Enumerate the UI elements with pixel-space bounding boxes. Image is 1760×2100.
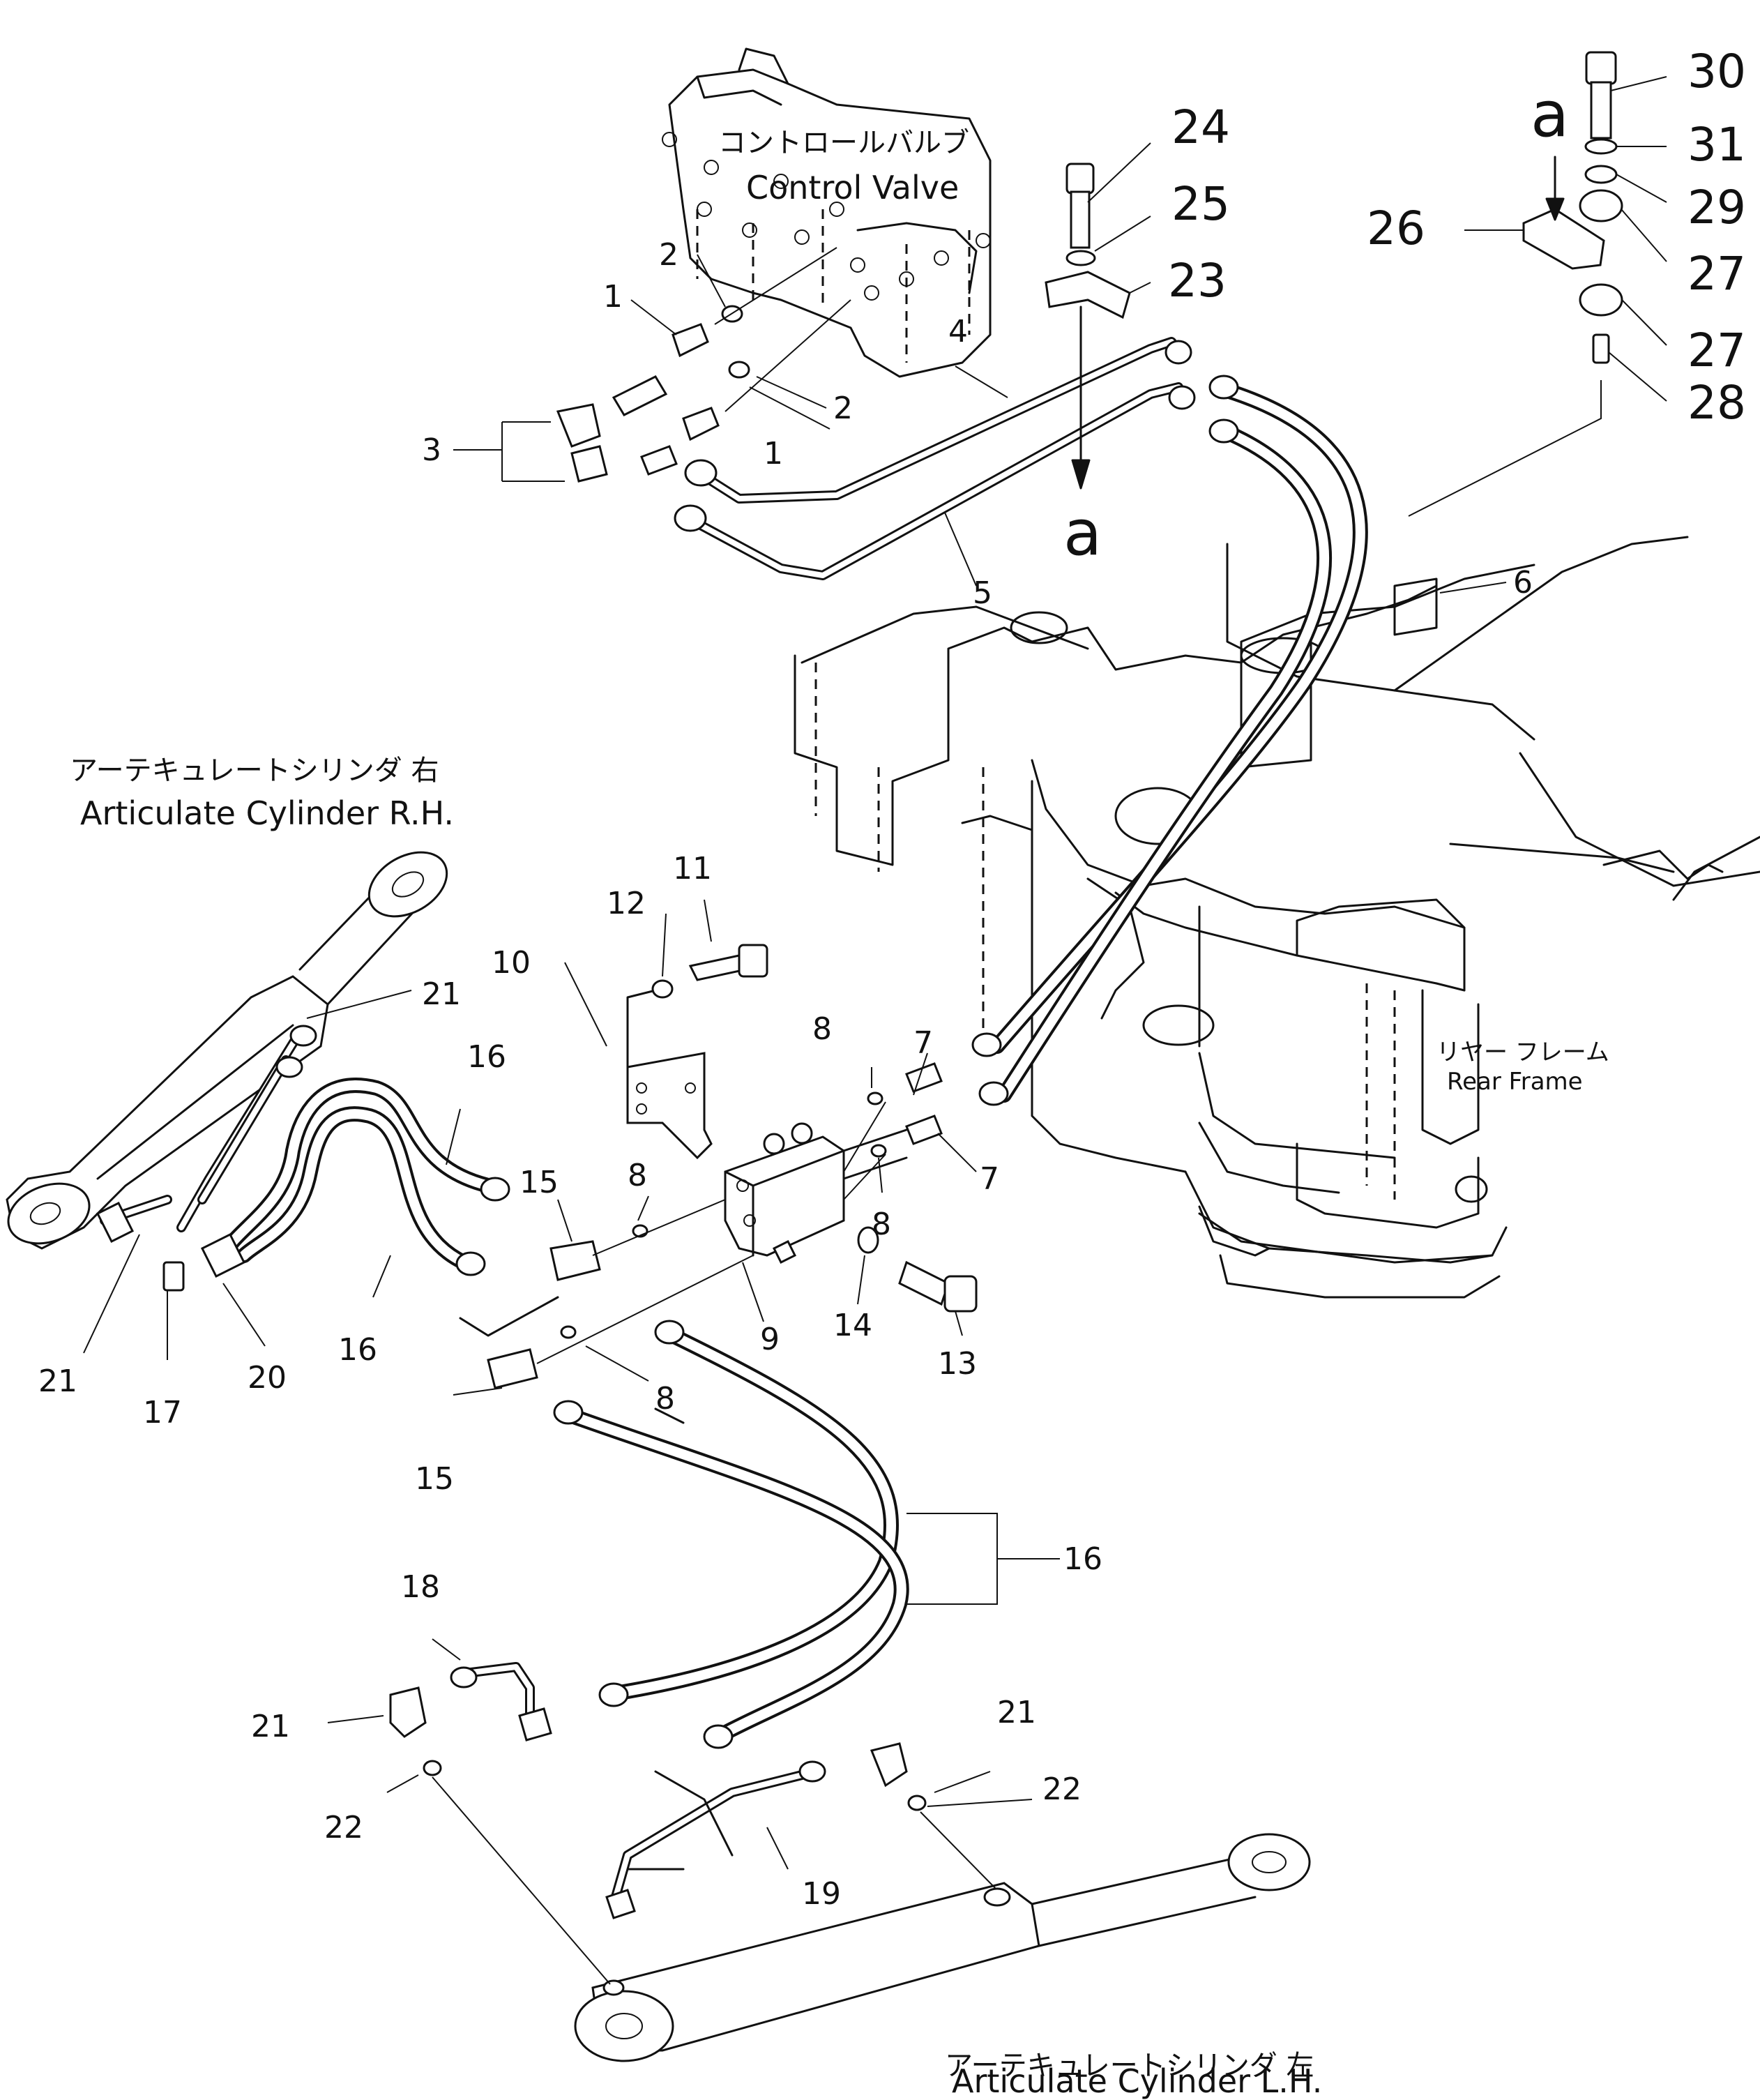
callout-21d: 21 [997, 1695, 1036, 1730]
callout-22b: 22 [1042, 1772, 1082, 1807]
callout-9: 9 [760, 1322, 780, 1357]
callout-11: 11 [673, 851, 712, 886]
rear-frame-label-ja: リヤー フレーム [1436, 1038, 1609, 1066]
bolt-11 [688, 944, 768, 981]
callout-8d: 8 [655, 1381, 675, 1417]
callout-31: 31 [1687, 118, 1746, 172]
control-valve-label-ja: コントロールバルブ [718, 127, 969, 159]
callout-14: 14 [833, 1308, 872, 1343]
rear-frame-label-en: Rear Frame [1447, 1068, 1583, 1096]
callout-19: 19 [802, 1876, 841, 1912]
callout-20: 20 [248, 1360, 287, 1396]
tube-4 [684, 337, 1192, 504]
callout-8b: 8 [628, 1158, 647, 1193]
cylinder-rh-label-ja: アーテキュレートシリンダ 右 [70, 755, 439, 787]
callout-12: 12 [607, 886, 646, 921]
callout-27b: 27 [1687, 324, 1746, 377]
callout-29: 29 [1687, 181, 1746, 234]
callout-24: 24 [1171, 100, 1230, 154]
rear-frame-label: リヤー フレーム Rear Frame [1436, 1038, 1609, 1096]
assembly-lines [459, 1128, 908, 1871]
washer-12 [651, 979, 674, 999]
hose-16-lower [553, 1320, 909, 1749]
view-a-detail [1522, 51, 1623, 364]
callout-5: 5 [973, 575, 992, 611]
callout-8: 8 [812, 1011, 832, 1047]
callout-1b: 1 [764, 436, 783, 471]
callout-4: 4 [948, 314, 968, 349]
leader-lines [83, 76, 1667, 1870]
callout-2b: 2 [833, 391, 853, 426]
callout-16c: 16 [1063, 1541, 1102, 1577]
callout-21: 21 [422, 976, 461, 1012]
callout-numbers: 1 1 2 2 3 4 5 6 7 7 8 8 8 8 9 10 11 12 1… [38, 45, 1746, 1912]
callout-27: 27 [1687, 247, 1746, 301]
callout-8c: 8 [872, 1207, 891, 1242]
cylinder-lh-label-ja: アーテキュレートシリンダ 左 [945, 2050, 1314, 2082]
bolt-13 [898, 1260, 978, 1313]
callout-10: 10 [492, 945, 531, 981]
clamp-assembly-23-25 [1045, 163, 1131, 490]
callout-3: 3 [422, 432, 441, 468]
callout-23: 23 [1168, 254, 1227, 308]
rear-frame [794, 536, 1760, 1299]
control-valve [662, 47, 992, 378]
callout-13: 13 [938, 1346, 977, 1382]
fittings-group-1-3 [556, 247, 851, 483]
control-valve-label-en: Control Valve [746, 169, 959, 206]
callout-2: 2 [659, 237, 678, 273]
view-a-marker-mid: a [1063, 497, 1102, 570]
callout-25: 25 [1171, 177, 1230, 231]
hose-16-upper [215, 1078, 510, 1276]
hose-6 [971, 375, 1368, 1106]
bracket-10 [626, 989, 713, 1160]
callout-17: 17 [143, 1395, 182, 1430]
cylinder-lh [574, 1833, 1311, 2062]
cylinder-rh-label-en: Articulate Cylinder R.H. [80, 794, 454, 832]
cylinder-lh-piping-18-22 [389, 1662, 996, 1985]
callout-21c: 21 [251, 1709, 290, 1744]
fittings-7-8-15 [487, 1062, 943, 1389]
callout-28: 28 [1687, 376, 1746, 430]
callout-21b: 21 [38, 1364, 77, 1399]
callout-15b: 15 [415, 1461, 454, 1497]
callout-1: 1 [603, 279, 623, 315]
callout-16: 16 [467, 1039, 506, 1075]
cylinder-lh-label-en: Articulate Cylinder L.H. [952, 2062, 1322, 2100]
callout-18: 18 [401, 1569, 440, 1605]
callout-6: 6 [1513, 565, 1533, 600]
cylinder-rh-label: アーテキュレートシリンダ 右 Articulate Cylinder R.H. [70, 755, 454, 832]
callout-15: 15 [519, 1165, 559, 1200]
washer-14 [857, 1226, 879, 1254]
view-a-marker-top: a [1531, 78, 1569, 151]
cylinder-rh [6, 851, 448, 1250]
callout-30: 30 [1687, 45, 1746, 98]
cylinder-lh-label: アーテキュレートシリンダ 左 Articulate Cylinder L.H. [945, 2050, 1322, 2100]
cylinder-rh-piping-17-21 [96, 1025, 317, 1292]
control-valve-label: コントロールバルブ Control Valve [718, 127, 969, 206]
callout-7b: 7 [980, 1161, 999, 1197]
callout-7: 7 [913, 1025, 933, 1061]
tube-5 [674, 382, 1196, 580]
callout-22: 22 [324, 1810, 363, 1845]
callout-26: 26 [1367, 202, 1425, 255]
callout-16b: 16 [338, 1332, 377, 1368]
diverter-block-9 [724, 1122, 845, 1264]
